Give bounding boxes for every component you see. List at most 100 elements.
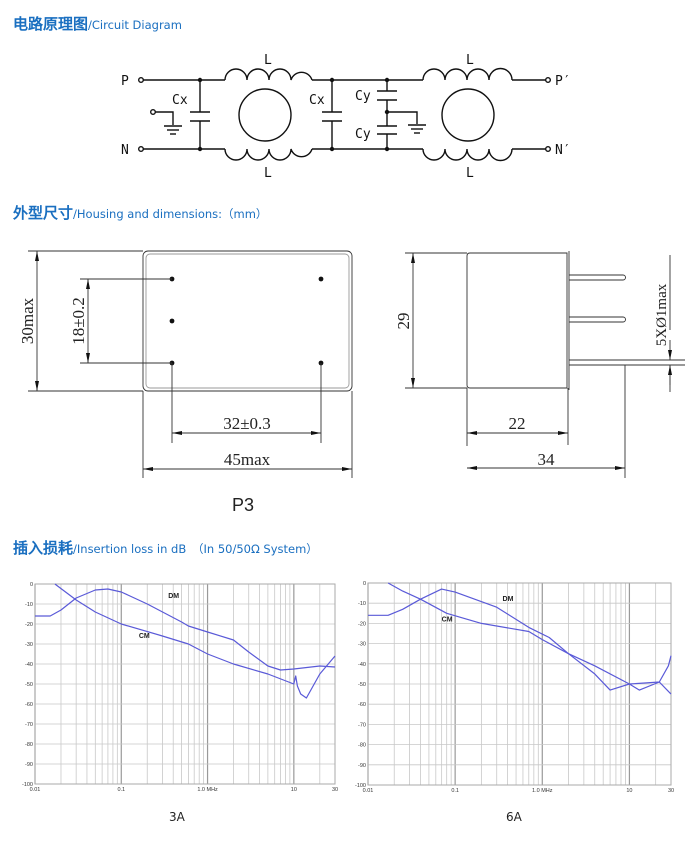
housing-side-outline	[466, 252, 568, 389]
heading-cn: 电路原理图	[13, 15, 89, 33]
heading-en: /Circuit Diagram	[88, 18, 182, 32]
y-tick-label: -70	[25, 722, 33, 728]
x-tick-label: 0.1	[117, 787, 125, 793]
ground-terminal	[149, 108, 156, 115]
inductor-label: L	[264, 53, 272, 68]
housing-front-inner	[145, 253, 350, 389]
dim-pin-pitch-v: 18±0.2	[69, 297, 88, 345]
heading-en: /Insertion loss in dB （In 50/50Ω System）	[73, 542, 318, 556]
y-tick-label: -30	[25, 642, 33, 648]
dim-width: 45max	[224, 450, 271, 469]
ground-icon	[163, 125, 183, 135]
y-tick-label: -50	[358, 682, 366, 688]
x-tick-label: 0.1	[451, 788, 459, 794]
x-tick-label: 0.01	[363, 788, 374, 794]
y-tick-label: 0	[363, 581, 366, 587]
y-tick-label: -10	[358, 601, 366, 607]
series-cm-label: CM	[139, 633, 150, 640]
terminal-p-label: P	[121, 74, 129, 89]
junction-dots	[197, 77, 390, 152]
y-tick-label: -10	[25, 602, 33, 608]
terminal-p-out-label: P′	[555, 74, 571, 89]
cy-label: Cy	[355, 89, 371, 104]
x-tick-label: 0.01	[30, 787, 41, 793]
housing-heading: 外型尺寸/Housing and dimensions:（mm）	[13, 202, 267, 223]
y-tick-label: -70	[358, 722, 366, 728]
terminal-p-out	[545, 76, 552, 83]
inductor-bottom-2	[422, 148, 513, 162]
dim-body-depth: 22	[509, 414, 526, 433]
dim-side-height: 29	[394, 313, 413, 330]
dim-pin-pitch-h: 32±0.3	[223, 414, 271, 433]
inductor-top-1	[224, 68, 313, 81]
series-cm-label: CM	[442, 616, 453, 623]
y-tick-label: -90	[25, 762, 33, 768]
y-tick-label: -100	[22, 782, 33, 788]
cy-label: Cy	[355, 127, 371, 142]
x-tick-label: 30	[668, 788, 674, 794]
inductor-label: L	[466, 166, 474, 181]
inductor-label: L	[264, 166, 272, 181]
heading-cn: 插入损耗	[13, 539, 74, 557]
capacitor-cy-pair	[377, 80, 418, 149]
x-tick-label: 30	[332, 787, 338, 793]
capacitor-cx-1	[190, 80, 210, 149]
core-2	[441, 88, 495, 142]
y-tick-label: -40	[358, 662, 366, 668]
terminal-n-out-label: N′	[555, 143, 571, 158]
dim-total-depth: 34	[538, 450, 556, 469]
side-extension-lines	[405, 252, 671, 478]
chart-caption-6a: 6A	[506, 810, 522, 824]
housing-drawing: 30max 18±0.2 32±0.3 45max P3 29 22 34 5X…	[18, 250, 685, 515]
series-cm-line	[54, 583, 336, 699]
inductor-bottom-1	[224, 148, 313, 161]
y-tick-label: 0	[30, 582, 33, 588]
insertion-loss-heading: 插入损耗/Insertion loss in dB （In 50/50Ω Sys…	[13, 537, 318, 558]
extension-lines	[28, 250, 353, 478]
y-tick-label: -20	[25, 622, 33, 628]
circuit-diagram: P N L L L L Cx Cx Cy Cy	[121, 53, 571, 181]
plot-frame	[34, 583, 336, 785]
side-pins	[569, 274, 685, 366]
cx-label: Cx	[172, 93, 188, 108]
heading-en: /Housing and dimensions:（mm）	[73, 207, 268, 221]
y-tick-label: -80	[358, 743, 366, 749]
inductor-top-2	[422, 67, 513, 81]
series-dm-label: DM	[503, 596, 514, 603]
terminal-n	[137, 145, 144, 152]
model-label: P3	[232, 495, 254, 515]
y-tick-label: -50	[25, 682, 33, 688]
y-tick-label: -40	[25, 662, 33, 668]
terminal-n-out	[545, 145, 552, 152]
heading-cn: 外型尺寸	[13, 204, 74, 222]
y-tick-label: -60	[25, 702, 33, 708]
y-tick-label: -100	[355, 783, 366, 789]
terminal-p	[137, 76, 144, 83]
terminal-n-label: N	[121, 143, 129, 158]
x-tick-label: 1.0 MHz	[532, 788, 553, 794]
y-tick-label: -20	[358, 621, 366, 627]
dim-pin-spec: 5XØ1max	[654, 283, 670, 346]
series-cm-line	[387, 582, 672, 695]
capacitor-cx-2	[322, 80, 342, 149]
y-tick-label: -30	[358, 642, 366, 648]
y-tick-label: -80	[25, 742, 33, 748]
dim-height-front: 30max	[18, 297, 37, 344]
y-tick-label: -60	[358, 702, 366, 708]
cx-label: Cx	[309, 93, 325, 108]
housing-front-outline	[142, 250, 353, 392]
x-tick-label: 1.0 MHz	[197, 787, 218, 793]
pin-holes	[169, 276, 324, 366]
x-tick-label: 10	[291, 787, 297, 793]
core-1	[238, 88, 292, 142]
ground-wire	[155, 111, 174, 125]
circuit-diagram-heading: 电路原理图/Circuit Diagram	[13, 13, 182, 34]
inductor-label: L	[466, 53, 474, 68]
x-tick-label: 10	[626, 788, 632, 794]
series-dm-label: DM	[168, 593, 179, 600]
series-dm-line	[368, 588, 672, 691]
wires	[143, 79, 546, 150]
